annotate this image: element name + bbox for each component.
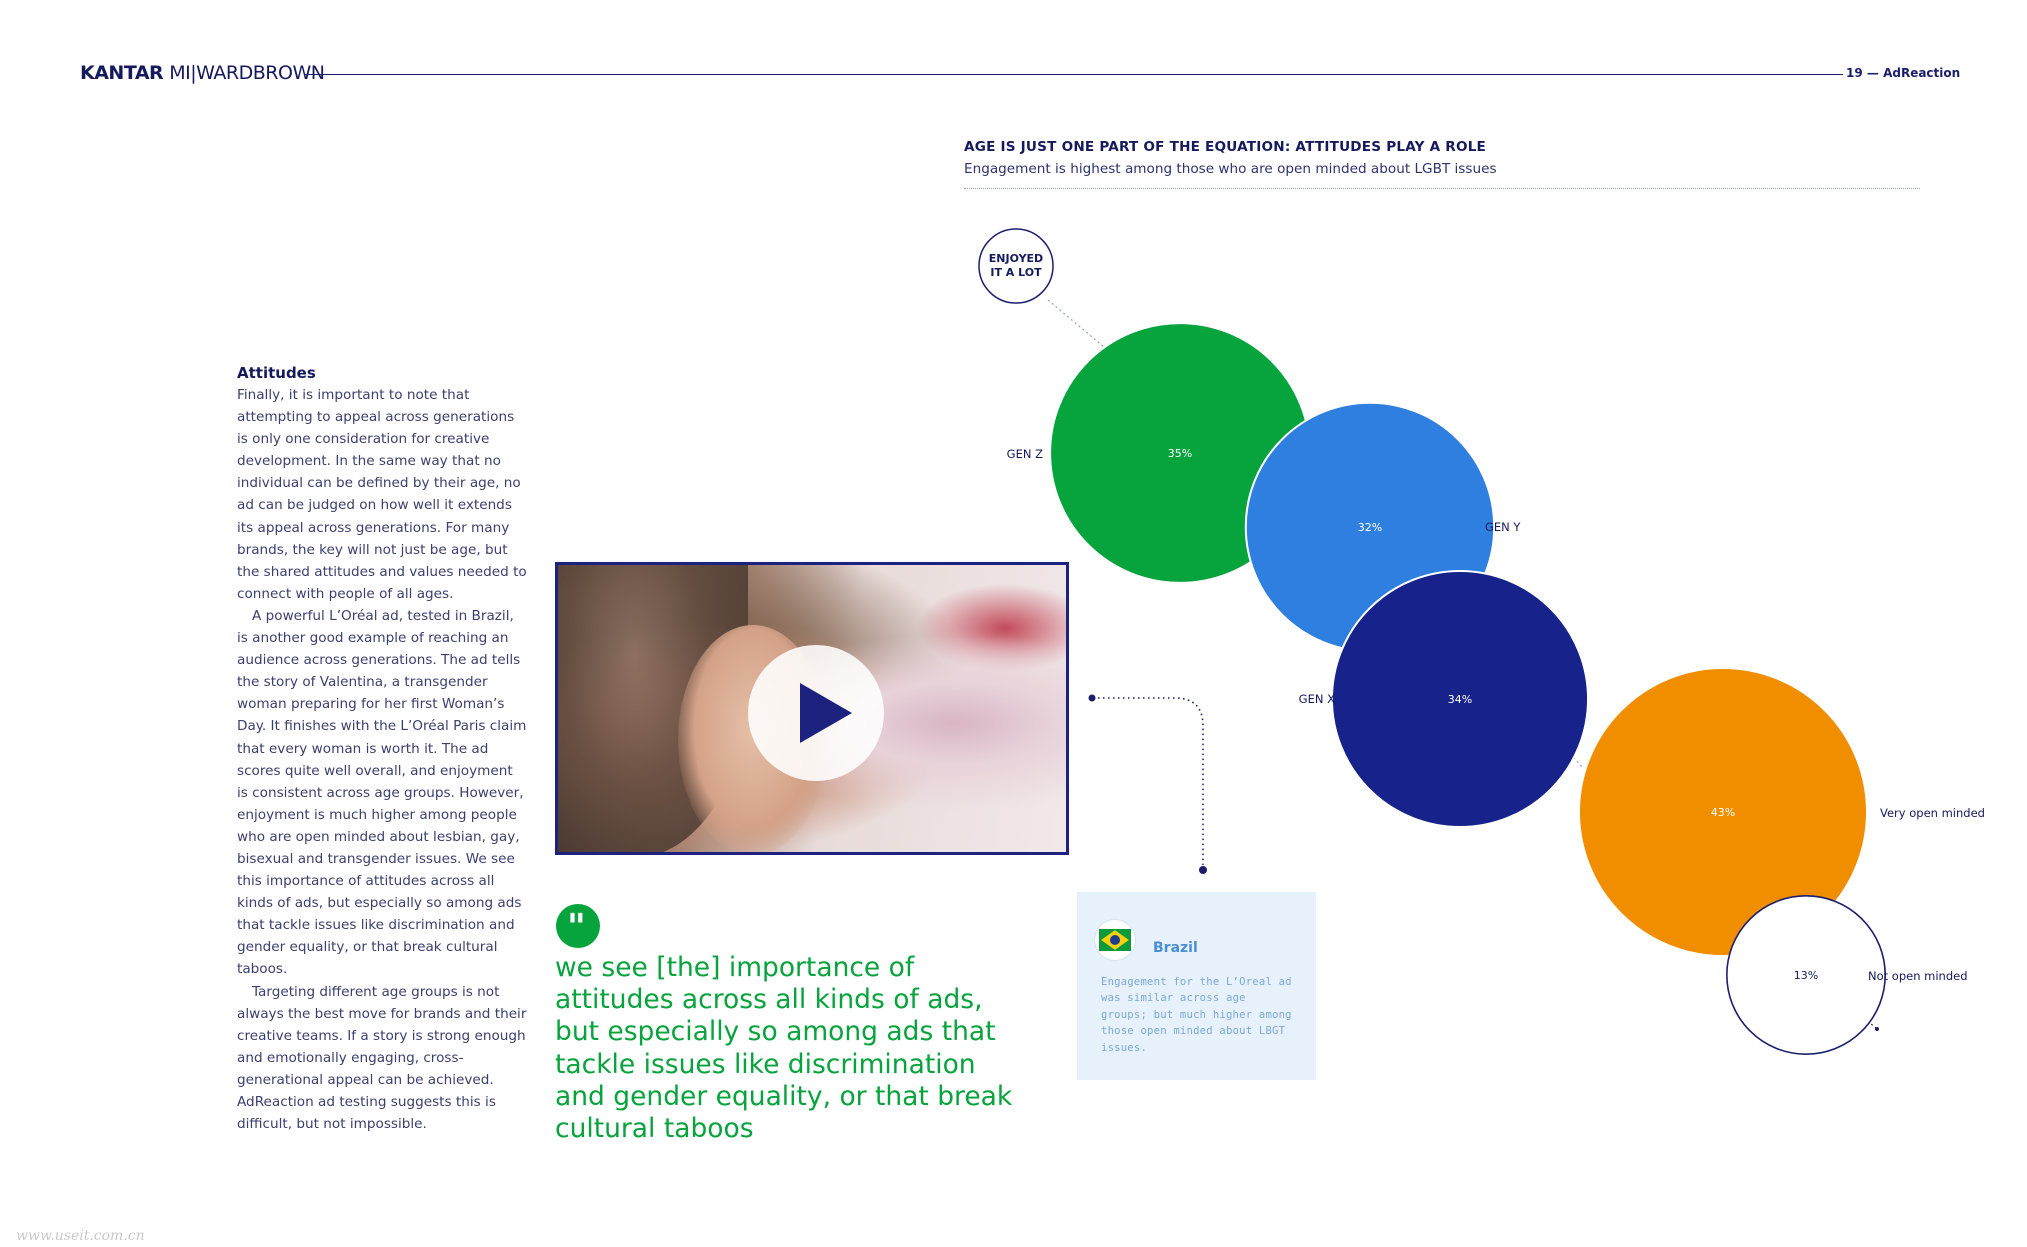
brazil-flag-icon <box>1095 920 1135 960</box>
callout-country: Brazil <box>1153 940 1198 956</box>
pull-quote: we see [the] importance of attitudes acr… <box>555 952 1013 1145</box>
play-button[interactable] <box>748 645 884 781</box>
measure-label: IT A LOT <box>990 266 1042 279</box>
bubble <box>1049 322 1311 584</box>
brand-logo: KANTAR MI|WARDBROWN <box>80 62 325 84</box>
bubble-category-label: Very open minded <box>1880 806 1985 820</box>
article-heading: Attitudes <box>237 364 316 382</box>
chart-connector <box>1047 299 1111 353</box>
header-divider <box>305 74 1843 75</box>
bubble <box>1244 401 1496 653</box>
measure-label: ENJOYED <box>989 252 1043 265</box>
chart-divider <box>964 188 1920 189</box>
watermark: www.useit.com.cn <box>16 1228 145 1244</box>
bubble-category-label: GEN X <box>1299 692 1335 706</box>
quote-icon: " <box>556 904 600 948</box>
connector-start-dot <box>1088 694 1096 702</box>
chart-connector <box>1566 749 1584 769</box>
section-name: AdReaction <box>1883 66 1961 80</box>
bubble-value-label: 13% <box>1794 969 1818 982</box>
page-meta: 19 — AdReaction <box>1846 66 1960 80</box>
callout-body: Engagement for the L’Oreal ad was simila… <box>1101 976 1292 1054</box>
connector-line <box>1098 697 1204 865</box>
page-meta-separator: — <box>1866 66 1879 80</box>
play-icon <box>800 683 852 743</box>
bubble <box>1578 667 1868 957</box>
chart-connector-dot <box>1875 1027 1879 1031</box>
bubble-value-label: 43% <box>1711 806 1735 819</box>
brand-rest: MI|WARDBROWN <box>169 62 325 84</box>
country-callout: Brazil Engagement for the L’Oreal ad was… <box>1077 892 1316 1080</box>
connector-end-dot <box>1199 866 1207 874</box>
bubble-category-label: GEN Y <box>1485 520 1521 534</box>
bubble-value-label: 35% <box>1168 447 1192 460</box>
bubble-category-label: Not open minded <box>1868 969 1968 983</box>
article-paragraph: A powerful L’Oréal ad, tested in Brazil,… <box>237 607 527 978</box>
article-body: Finally, it is important to note that at… <box>237 384 527 1135</box>
bubble <box>1330 569 1590 829</box>
bubble-value-label: 32% <box>1358 521 1382 534</box>
article-paragraph: Targeting different age groups is not al… <box>237 983 527 1133</box>
video-player[interactable] <box>555 562 1069 855</box>
quote-mark: " <box>567 907 586 948</box>
measure-label-circle <box>978 228 1054 304</box>
callout-connector <box>1088 694 1207 874</box>
bubble <box>1726 895 1886 1055</box>
chart-title: AGE IS JUST ONE PART OF THE EQUATION: AT… <box>964 139 1487 155</box>
chart-connector <box>1847 1004 1877 1029</box>
bubble-value-label: 34% <box>1448 693 1472 706</box>
brand-bold: KANTAR <box>80 62 164 84</box>
page-number: 19 <box>1846 66 1863 80</box>
chart-subtitle: Engagement is highest among those who ar… <box>964 161 1497 177</box>
flag-globe <box>1110 935 1120 945</box>
article-paragraph: Finally, it is important to note that at… <box>237 387 527 602</box>
bubble-category-label: GEN Z <box>1007 447 1043 461</box>
